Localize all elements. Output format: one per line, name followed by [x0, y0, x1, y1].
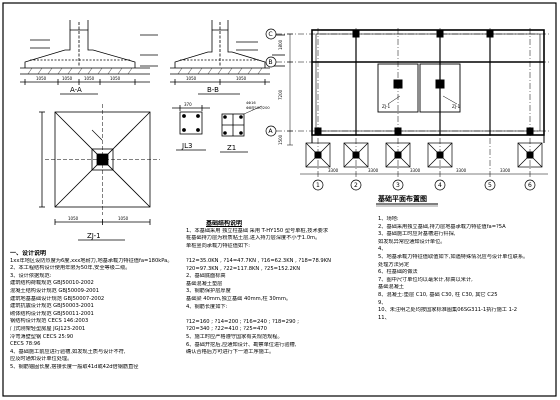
- note-line: 2、基础采用独立基础,持力层地基承载力特征值fa=?5A: [378, 223, 506, 230]
- z1-rebar-main: 4Φ16: [246, 101, 256, 105]
- z1-rebar-stirrup: Φ8@100/200: [246, 106, 270, 110]
- section-bb-label: B-B: [207, 86, 219, 94]
- note-line: 11、: [378, 314, 390, 321]
- plan-tag-zj1-a: ZJ-1: [382, 104, 390, 109]
- note-line: 单桩竖向承载力特征值如下:: [186, 242, 250, 249]
- note-line: 确认合格后方可进行下一道工序施工。: [186, 349, 275, 356]
- grid-col-5: 5: [488, 182, 492, 189]
- note-line: 冷弯薄壁型钢 CECS 25:90: [10, 333, 74, 340]
- note-line: 10、未注明之处均按国家标准图集06SG311-1执行施工 1-2: [378, 307, 518, 314]
- note-line: ?12=160 ; ?14=200 ; ?16=240 ; ?18=290 ;: [186, 318, 299, 325]
- note-line: 3、设计依据规范:: [10, 272, 52, 279]
- dim-zj1-1: 1050: [68, 216, 79, 221]
- column-z1-section: [221, 105, 263, 137]
- note-line: 门式刚架轻型房屋 JGJ123-2001: [10, 325, 86, 332]
- note-line: 1、本基础采用 独立柱基础 采用 T-HY150 型号单桩,技术要求: [186, 227, 329, 234]
- note-line: 桩基础持力层为粉质粘土层,进入持力层深度不小于1.0m。: [186, 235, 321, 242]
- row-dim-3: 1500: [278, 134, 283, 145]
- note-line: 4、基础施工前应进行验槽,如发现土质与设计不符,: [10, 348, 126, 355]
- bay-dim-4: 3300: [456, 168, 467, 173]
- note-line: 基础混凝土垫层: [186, 280, 223, 287]
- dim-bb-1: 1050: [186, 76, 197, 81]
- note-line: 3、钢筋保护层厚度: [186, 288, 231, 295]
- notes-foundation: 基础结构说明 1、本基础采用 独立柱基础 采用 T-HY150 型号单桩,技术要…: [186, 220, 331, 357]
- note-line: 1、场地:: [378, 216, 399, 222]
- dim-jl3: 370: [184, 102, 192, 107]
- grid-col-2: 2: [354, 182, 358, 189]
- note-line: 处理方法另定: [378, 261, 410, 268]
- grid-col-4: 4: [438, 182, 442, 189]
- note-line: 1xx年地区设防烈度为6度,xxx地耐力,地基承载力特征值fa=180kPa。: [10, 257, 173, 264]
- note-line: 应及时通知设计单位处理。: [10, 356, 73, 363]
- grid-col-3: 3: [396, 182, 400, 189]
- note-line: ?12=35.0KN , ?14=47.7KN , ?16=62.3KN , ?…: [186, 257, 331, 264]
- note-line: 6、柱基础的做法: [378, 269, 418, 276]
- row-dim-1: 1800: [278, 39, 283, 50]
- note-line: 建筑结构荷载规范 GBJ50010-2002: [10, 280, 94, 287]
- foundation-plan: [276, 28, 550, 178]
- note-line: 6、基础开挖后,应通知设计、勘察单位进行验槽,: [186, 341, 297, 348]
- notes-general: 一、设计说明 1xx年地区设防烈度为6度,xxx地耐力,地基承载力特征值fa=1…: [10, 250, 173, 372]
- footing-zj1-plan: [39, 104, 160, 225]
- grid-row-bubbles: C B A: [265, 28, 277, 137]
- dim-aa-1: 1050: [36, 76, 47, 81]
- section-aa-hatch: [27, 67, 133, 75]
- section-aa-detail: [20, 20, 158, 85]
- notes-general-title: 一、设计说明: [10, 250, 47, 257]
- notes-foundation-title: 基础结构说明: [206, 220, 243, 227]
- note-line: [186, 311, 331, 319]
- sheet-border: [2, 2, 557, 397]
- note-line: 3、基础施工时应对基槽进行钎探,: [378, 231, 456, 238]
- dim-aa-3: 1050: [84, 76, 95, 81]
- beam-jl3-label: JL3: [181, 142, 192, 150]
- note-line: 5、施工时应严格遵守国家有关规范规程。: [186, 333, 283, 340]
- grid-col-6: 6: [528, 182, 532, 189]
- note-line: 8、混凝土:垫层 C10, 基础 C30, 柱 C30, 其它 C25: [378, 291, 498, 298]
- note-line: 如发现异常应通知设计单位。: [378, 238, 446, 245]
- grid-col-1: 1: [316, 182, 320, 189]
- note-line: ?20=97.3KN , ?22=117.8KN , ?25=152.2KN: [186, 265, 301, 272]
- note-line: 建筑地基基础设计规范 GBJ50007-2002: [10, 295, 105, 302]
- bay-dim-5: 3300: [500, 168, 511, 173]
- notes-right: 1、场地: 2、基础采用独立基础,持力层地基承载力特征值fa=?5A 3、基础施…: [378, 216, 528, 322]
- note-line: 建筑抗震设计规范 GBJ50003-2001: [10, 303, 94, 310]
- note-line: 2、基础底面标高: [186, 273, 226, 280]
- note-line: 砌体结构设计规范 GBJ50011-2001: [10, 310, 94, 317]
- note-line: 2、本工程结构设计使用年限为50年,安全等级二级。: [10, 265, 131, 272]
- note-line: [186, 250, 331, 258]
- section-aa-label: A-A: [70, 86, 82, 94]
- note-line: 4、钢筋长度如下:: [186, 303, 228, 310]
- dim-aa-2: 1050: [62, 76, 73, 81]
- bay-dim-2: 3300: [368, 168, 379, 173]
- dim-bb-2: 1050: [236, 76, 247, 81]
- note-line: 4、: [378, 246, 387, 253]
- note-line: 5、钢筋锚固长度,搭接长度一般取41d或42d倍钢筋直径: [10, 363, 139, 370]
- note-line: ?20=340 ; ?22=410 ; ?25=470: [186, 326, 267, 333]
- column-z1-label: Z1: [227, 144, 236, 152]
- note-line: 7、图中尺寸单位均以毫米计,标高以米计,: [378, 276, 473, 283]
- note-line: 基础混凝土: [378, 284, 404, 291]
- grid-column-bubbles: 1 2 3 4 5 6: [312, 179, 536, 191]
- note-line: 混凝土结构设计规范 GBJ50009-2001: [10, 287, 100, 294]
- footing-zj1-label: ZJ-1: [87, 232, 101, 240]
- note-line: 钢结构设计规范 CECS 146:2003: [10, 318, 89, 325]
- note-line: CECS 78:96: [10, 341, 41, 348]
- foundation-plan-title: 基础平面布置图: [377, 194, 427, 203]
- plan-tag-zj1-b: ZJ-1: [452, 104, 460, 109]
- bay-dim-1: 3300: [328, 168, 339, 173]
- dim-aa-4: 1050: [110, 76, 121, 81]
- note-line: 9、: [378, 299, 387, 306]
- section-bb-hatch: [177, 67, 263, 75]
- grid-row-b: B: [268, 59, 272, 66]
- section-bb-detail: [170, 20, 285, 85]
- row-dim-2: 7200: [278, 89, 283, 100]
- note-line: 基础梁 40mm,独立基础 40mm,柱 30mm。: [186, 295, 292, 302]
- grid-row-a: A: [268, 128, 273, 135]
- beam-jl3-section: [172, 105, 210, 135]
- grid-row-c: C: [268, 31, 272, 38]
- bay-dim-3: 3300: [410, 168, 421, 173]
- dim-zj1-2: 1050: [118, 216, 129, 221]
- note-line: 5、地基承载力特征值取值如下,如遇特殊情况应与设计单位联系。: [378, 253, 529, 260]
